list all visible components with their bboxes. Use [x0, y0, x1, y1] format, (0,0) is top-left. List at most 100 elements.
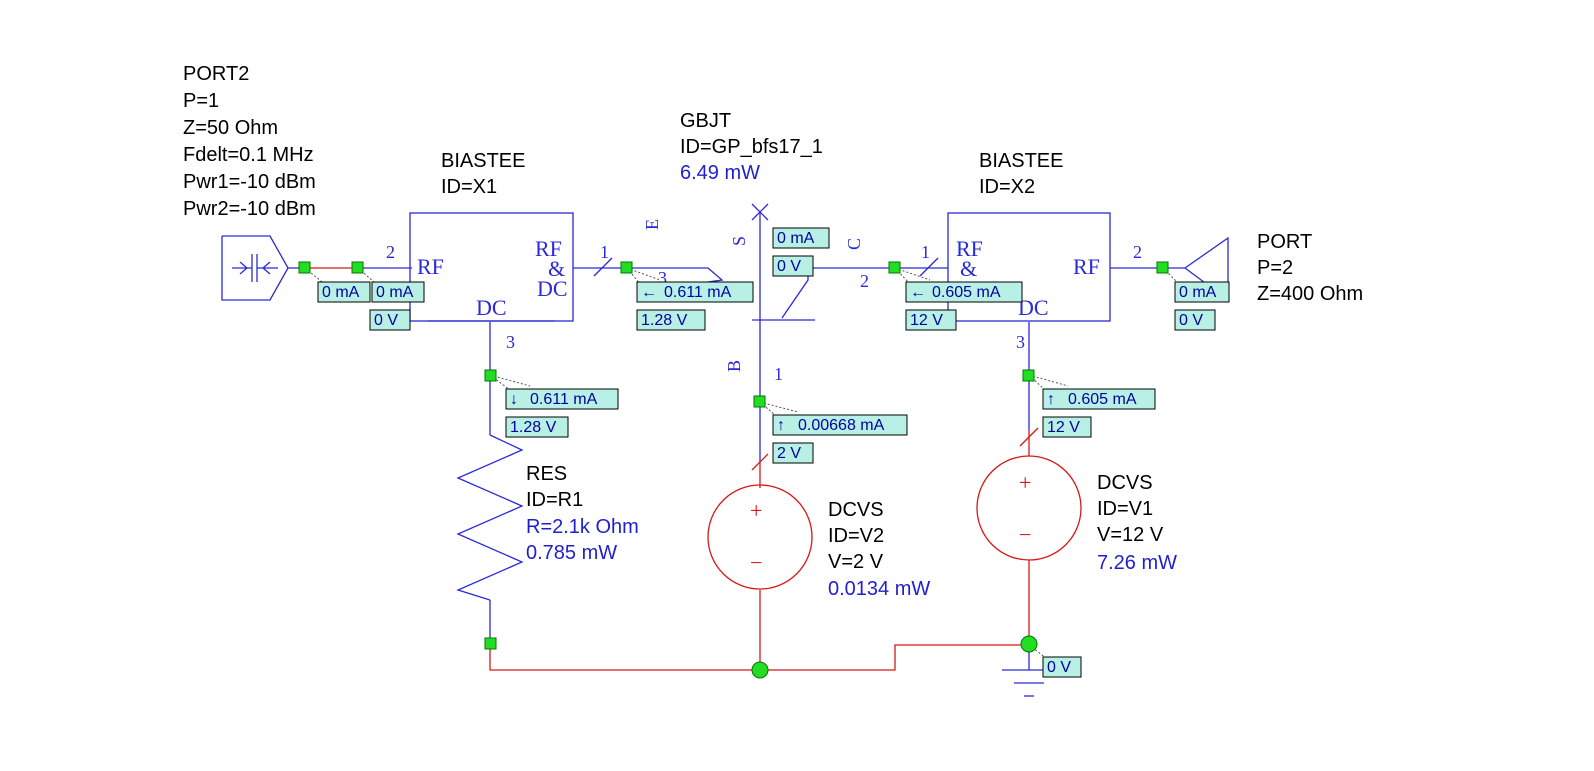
node-res-bottom[interactable] [484, 637, 497, 650]
node-ground[interactable] [1020, 635, 1038, 653]
leader [759, 401, 777, 417]
port2-symbol[interactable] [221, 235, 289, 301]
x2-pin3: 3 [1016, 332, 1025, 352]
bjt-pin1: 1 [774, 364, 783, 384]
port2-pwr1: Pwr1=-10 dBm [183, 171, 316, 193]
bjt-pin3: 3 [658, 268, 667, 288]
annotation-bjt-base-current: ↑ 0.00668 mA [772, 414, 908, 436]
dcvs-v1-name: DCVS [1097, 472, 1153, 494]
annotation-x2-rf-current: 0 mA [1174, 281, 1230, 303]
wire-ground-bus [489, 644, 1029, 671]
x1-pin1: 1 [600, 242, 609, 262]
res-value: R=2.1k Ohm [526, 516, 639, 538]
svg-text:←: ← [910, 284, 926, 301]
annotation-bjt-s-current: 0 mA [772, 227, 830, 249]
bjt-emitter-arrow [707, 267, 724, 283]
biastee-x2-box[interactable] [947, 212, 1111, 322]
biastee-x2-name: BIASTEE [979, 150, 1063, 172]
port-name: PORT [1257, 231, 1312, 253]
gbjt-power: 6.49 mW [680, 162, 760, 184]
svg-text:↑: ↑ [777, 417, 785, 434]
dcvs-v2-name: DCVS [828, 499, 884, 521]
svg-text:↓: ↓ [510, 391, 518, 408]
res-name: RES [526, 463, 567, 485]
node-port2[interactable] [298, 261, 311, 274]
x2-pin1: 1 [921, 242, 930, 262]
svg-text:0 V: 0 V [777, 258, 801, 275]
bjt-pin2: 2 [860, 271, 869, 291]
port2-name: PORT2 [183, 63, 249, 85]
dcvs-v2-power: 0.0134 mW [828, 578, 930, 600]
svg-text:2 V: 2 V [777, 445, 801, 462]
annotation-x1-rfdc-voltage: 1.28 V [636, 309, 706, 331]
leader [759, 401, 799, 413]
svg-text:0 mA: 0 mA [1179, 284, 1217, 301]
svg-text:1.28 V: 1.28 V [641, 312, 688, 329]
svg-text:12 V: 12 V [1047, 419, 1080, 436]
pin-tick-v2 [751, 453, 769, 471]
annotation-x2-dc-current: ↑ 0.605 mA [1042, 388, 1156, 410]
node-x2-rfdc[interactable] [888, 261, 901, 274]
node-x1-dc[interactable] [484, 369, 497, 382]
node-ground-junction[interactable] [751, 661, 769, 679]
bjt-s-cross-b [751, 203, 769, 221]
svg-text:0.611 mA: 0.611 mA [664, 284, 732, 301]
dcvs-v1-id: ID=V1 [1097, 498, 1153, 520]
bjt-b-label: B [724, 360, 744, 372]
port-z: Z=400 Ohm [1257, 283, 1363, 305]
leader [1028, 644, 1047, 659]
svg-text:↑: ↑ [1047, 391, 1055, 408]
v1-minus: − [1019, 522, 1031, 547]
port-p: P=2 [1257, 257, 1293, 279]
biastee-x1-id: ID=X1 [441, 176, 497, 198]
v1-plus: + [1019, 470, 1031, 495]
annotation-x1-dc-current: ↓ 0.611 mA [505, 388, 619, 410]
svg-text:←: ← [641, 284, 657, 301]
x1-pin2: 2 [386, 242, 395, 262]
svg-text:0 V: 0 V [1047, 659, 1071, 676]
gbjt-name: GBJT [680, 110, 731, 132]
bjt-s-label: S [729, 236, 749, 246]
x2-dc-port-label: DC [1018, 295, 1049, 320]
svg-text:0 mA: 0 mA [376, 284, 414, 301]
annotation-x2-rf-voltage: 0 V [1174, 309, 1216, 331]
annotation-bjt-base-voltage: 2 V [772, 442, 814, 464]
dcvs-v2-id: ID=V2 [828, 525, 884, 547]
svg-text:0.605 mA: 0.605 mA [1068, 391, 1137, 408]
node-bjt-base[interactable] [753, 395, 766, 408]
res-power: 0.785 mW [526, 542, 617, 564]
x1-rfdc-port-label-dc: DC [537, 276, 568, 301]
biastee-x2-id: ID=X2 [979, 176, 1035, 198]
bjt-e-label: E [642, 219, 662, 230]
pin-tick-v1 [1019, 427, 1039, 447]
node-x1-rfdc[interactable] [620, 261, 633, 274]
leader [626, 267, 641, 285]
port2-z: Z=50 Ohm [183, 117, 278, 139]
biastee-x1-name: BIASTEE [441, 150, 525, 172]
svg-text:1.28 V: 1.28 V [510, 419, 557, 436]
svg-text:0 mA: 0 mA [322, 284, 360, 301]
dcvs-v1-voltage: V=12 V [1097, 524, 1164, 546]
leader [1028, 374, 1069, 387]
v2-minus: − [750, 550, 762, 575]
annotation-x1-dc-voltage: 1.28 V [505, 416, 569, 438]
dcvs-v1-power: 7.26 mW [1097, 552, 1177, 574]
svg-text:0 mA: 0 mA [777, 230, 815, 247]
annotation-x2-rfdc-current: ← 0.605 mA [905, 281, 1023, 303]
annotation-x1-rf-current: 0 mA [371, 281, 425, 303]
annotation-x1-rfdc-current: ← 0.611 mA [636, 281, 754, 303]
node-x2-dc[interactable] [1022, 369, 1035, 382]
pin-tick-x2-1 [919, 257, 939, 277]
x2-rfdc-port-label-amp: & [960, 256, 977, 281]
leader [489, 374, 531, 387]
dcvs-v1-symbol[interactable] [976, 455, 1082, 561]
annotation-bjt-s-voltage: 0 V [772, 255, 814, 277]
node-x2-rf[interactable] [1156, 261, 1169, 274]
res-id: ID=R1 [526, 489, 583, 511]
dcvs-v2-symbol[interactable] [707, 484, 813, 590]
svg-text:0.605 mA: 0.605 mA [932, 284, 1001, 301]
svg-text:0 V: 0 V [374, 312, 398, 329]
node-x1-rf[interactable] [351, 261, 364, 274]
